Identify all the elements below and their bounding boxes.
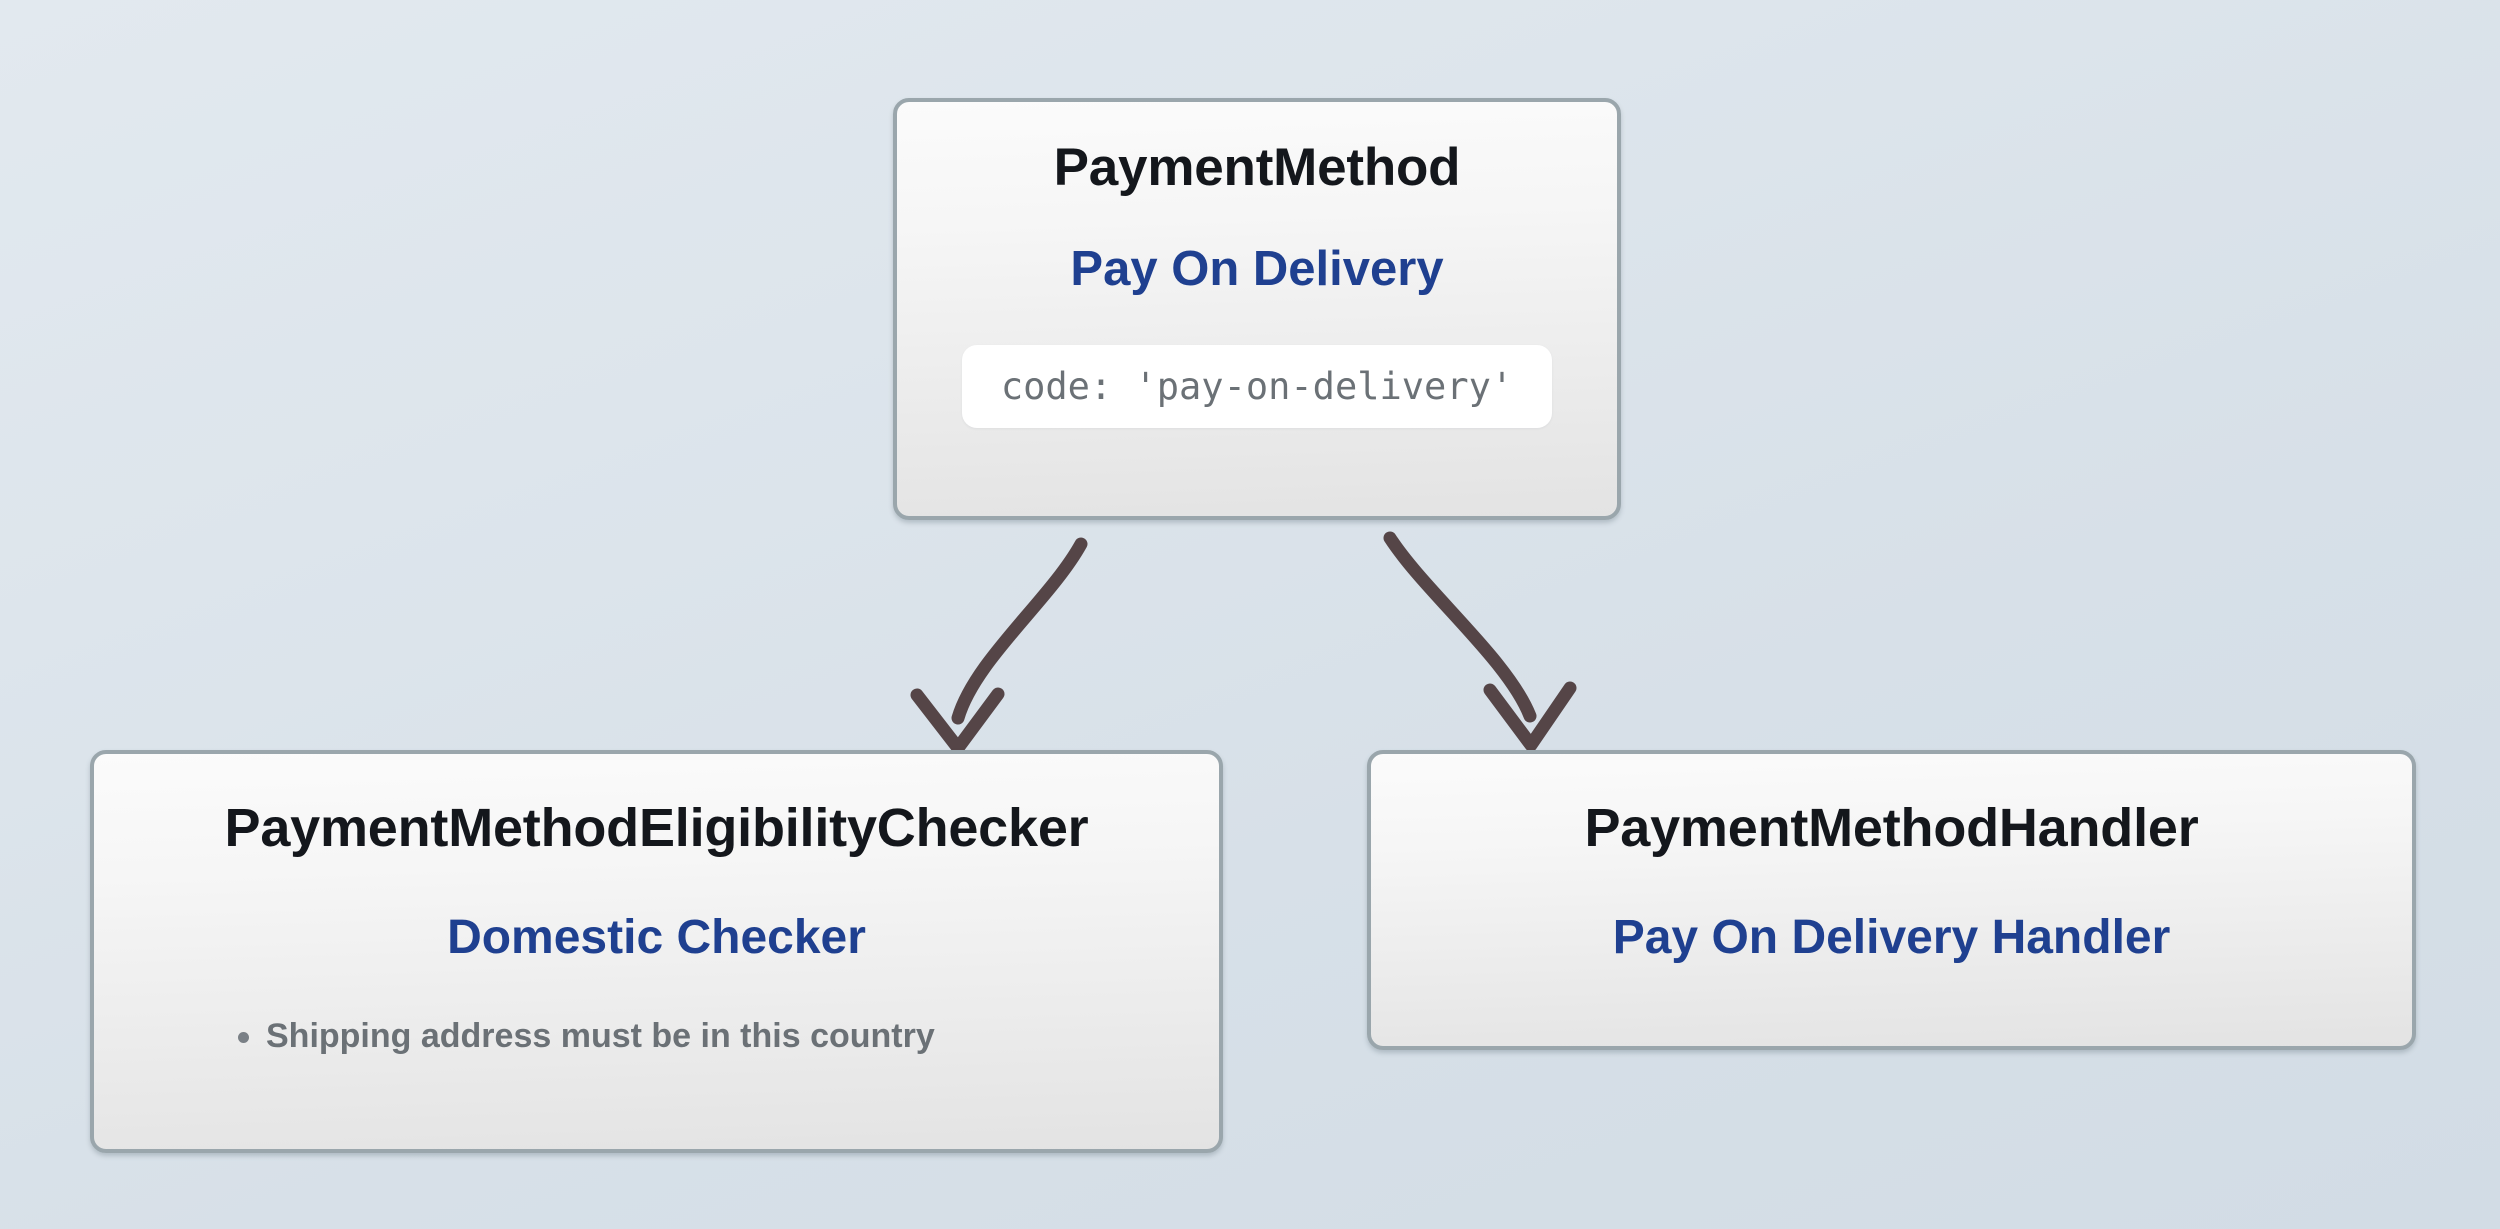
node-title: Pay On Delivery Handler — [1612, 910, 2171, 964]
node-class-name: PaymentMethodHandler — [1584, 798, 2199, 858]
node-title: Pay On Delivery — [1070, 241, 1444, 296]
edge-to-payment-handler — [1383, 531, 1577, 752]
node-class-name: PaymentMethod — [1053, 138, 1461, 197]
node-title: Domestic Checker — [447, 910, 866, 964]
edge-to-eligibility-checker — [910, 537, 1088, 755]
code-chip: code: 'pay-on-delivery' — [962, 345, 1552, 429]
node-eligibility-checker[interactable]: PaymentMethodEligibilityChecker Domestic… — [90, 750, 1223, 1153]
node-payment-handler[interactable]: PaymentMethodHandler Pay On Delivery Han… — [1367, 750, 2416, 1050]
list-item: Shipping address must be in this country — [238, 1017, 1219, 1056]
node-class-name: PaymentMethodEligibilityChecker — [224, 798, 1089, 858]
node-bullet-list: Shipping address must be in this country — [94, 1017, 1219, 1056]
node-payment-method[interactable]: PaymentMethod Pay On Delivery code: 'pay… — [893, 98, 1621, 520]
